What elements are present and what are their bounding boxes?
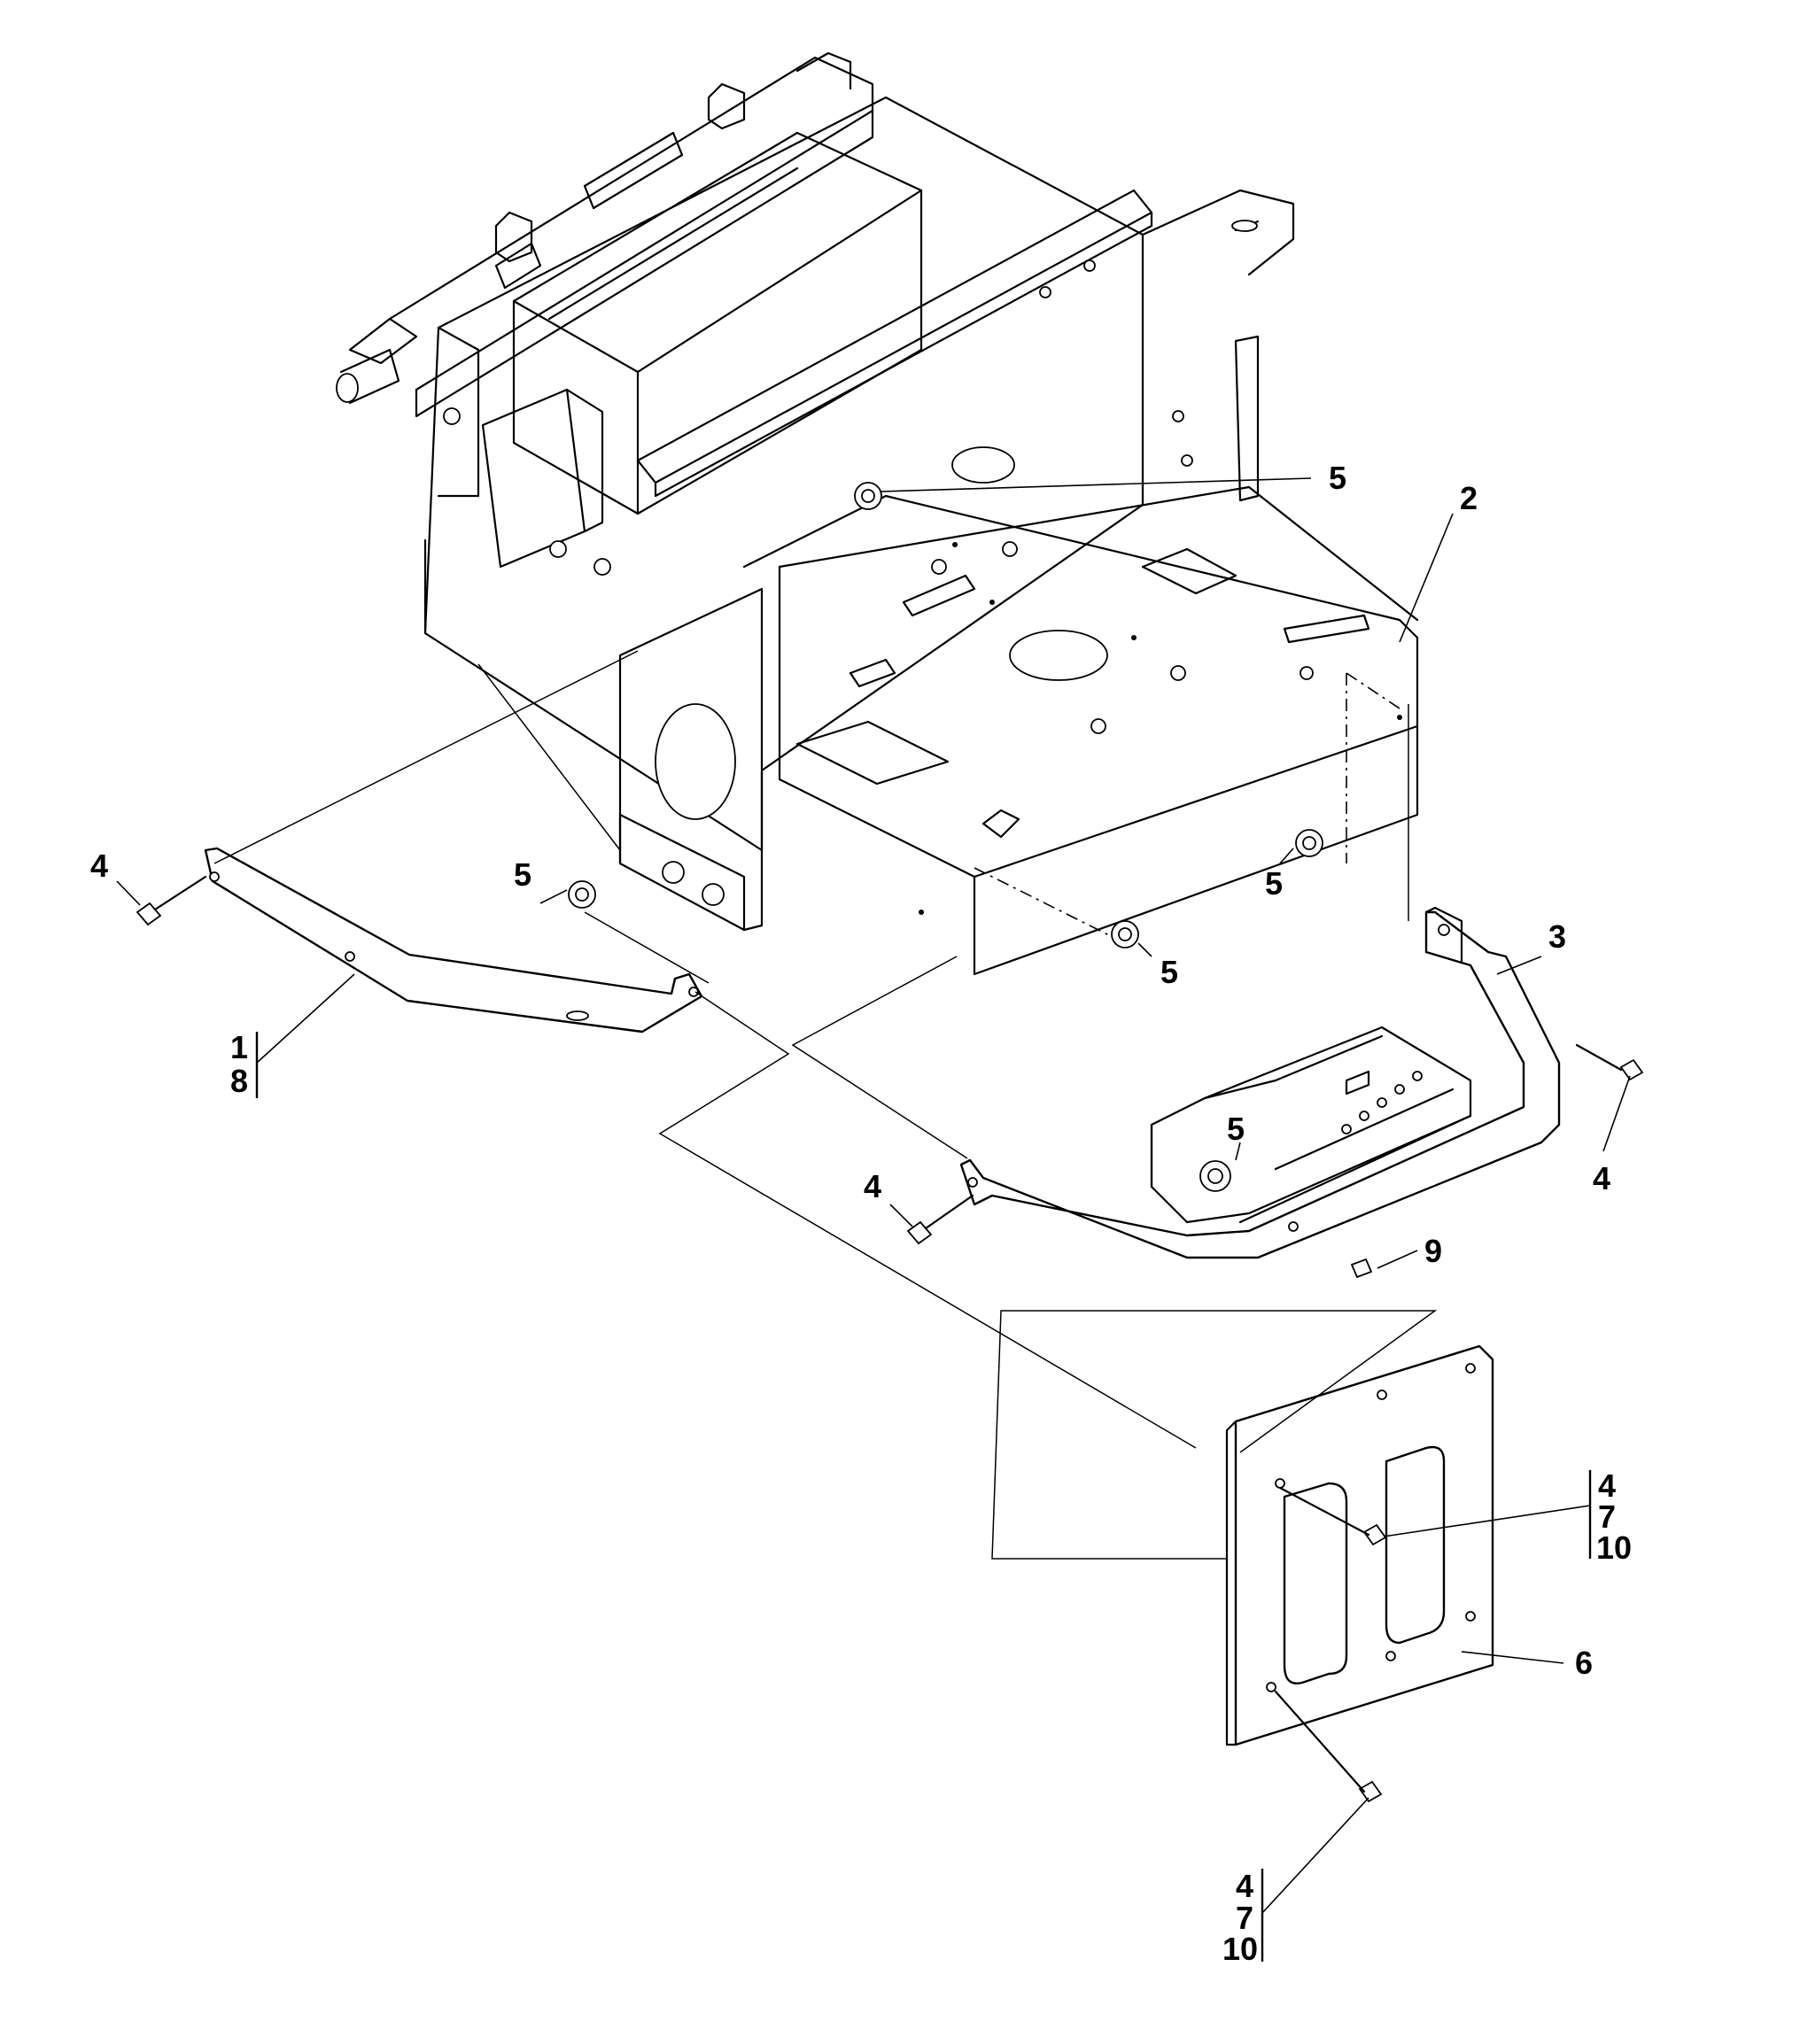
nut-5-left <box>568 880 596 909</box>
callout-10-plate-b: 10 <box>1222 1931 1258 1967</box>
main-frame <box>336 51 1419 976</box>
assembly-guide-lines <box>213 650 1438 1560</box>
callout-4-plate-b: 4 <box>1236 1868 1253 1904</box>
callout-4-plate-a: 4 <box>1598 1467 1616 1504</box>
nut-fasteners <box>568 482 1373 1279</box>
callout-5-left: 5 <box>514 856 531 893</box>
nut-5-right-top <box>1295 829 1323 857</box>
callout-6: 6 <box>1575 1645 1593 1681</box>
bolts <box>136 875 1644 1803</box>
callout-7-plate-b: 7 <box>1236 1900 1253 1936</box>
bolt-4-mid <box>906 1194 974 1245</box>
bolt-4-plate-a <box>1278 1486 1387 1546</box>
part-6-cover-plate <box>1225 1344 1494 1746</box>
callout-8: 8 <box>230 1063 248 1099</box>
bolt-4-plate-b <box>1274 1690 1383 1803</box>
bolt-4-right <box>1575 1043 1644 1081</box>
callout-4-left: 4 <box>90 848 108 884</box>
callout-9: 9 <box>1424 1233 1442 1269</box>
callout-7-plate-a: 7 <box>1598 1498 1616 1535</box>
callout-2: 2 <box>1460 480 1478 516</box>
callout-4-mid: 4 <box>864 1168 881 1204</box>
callout-5-center: 5 <box>1160 954 1178 990</box>
nut-5-center <box>1111 920 1139 948</box>
callout-labels: 5 2 4 5 5 5 3 1 8 4 5 4 9 4 7 10 6 4 7 1… <box>90 460 1632 1967</box>
callout-1: 1 <box>230 1029 248 1065</box>
part-3-right-bracket <box>959 906 1561 1259</box>
callout-10-plate-a: 10 <box>1596 1529 1632 1566</box>
callout-4-right: 4 <box>1593 1160 1610 1196</box>
nut-5-bracket <box>1199 1160 1231 1192</box>
callout-leaders <box>116 477 1631 1962</box>
nut-5-top <box>854 482 882 510</box>
nut-9 <box>1350 1258 1373 1279</box>
callout-5-bracket: 5 <box>1227 1111 1245 1147</box>
callout-5-right-top: 5 <box>1265 865 1283 902</box>
callout-5-top: 5 <box>1329 460 1346 496</box>
callout-3: 3 <box>1548 918 1566 955</box>
bolt-4-left <box>136 875 207 926</box>
part-1-left-bracket <box>204 847 703 1034</box>
